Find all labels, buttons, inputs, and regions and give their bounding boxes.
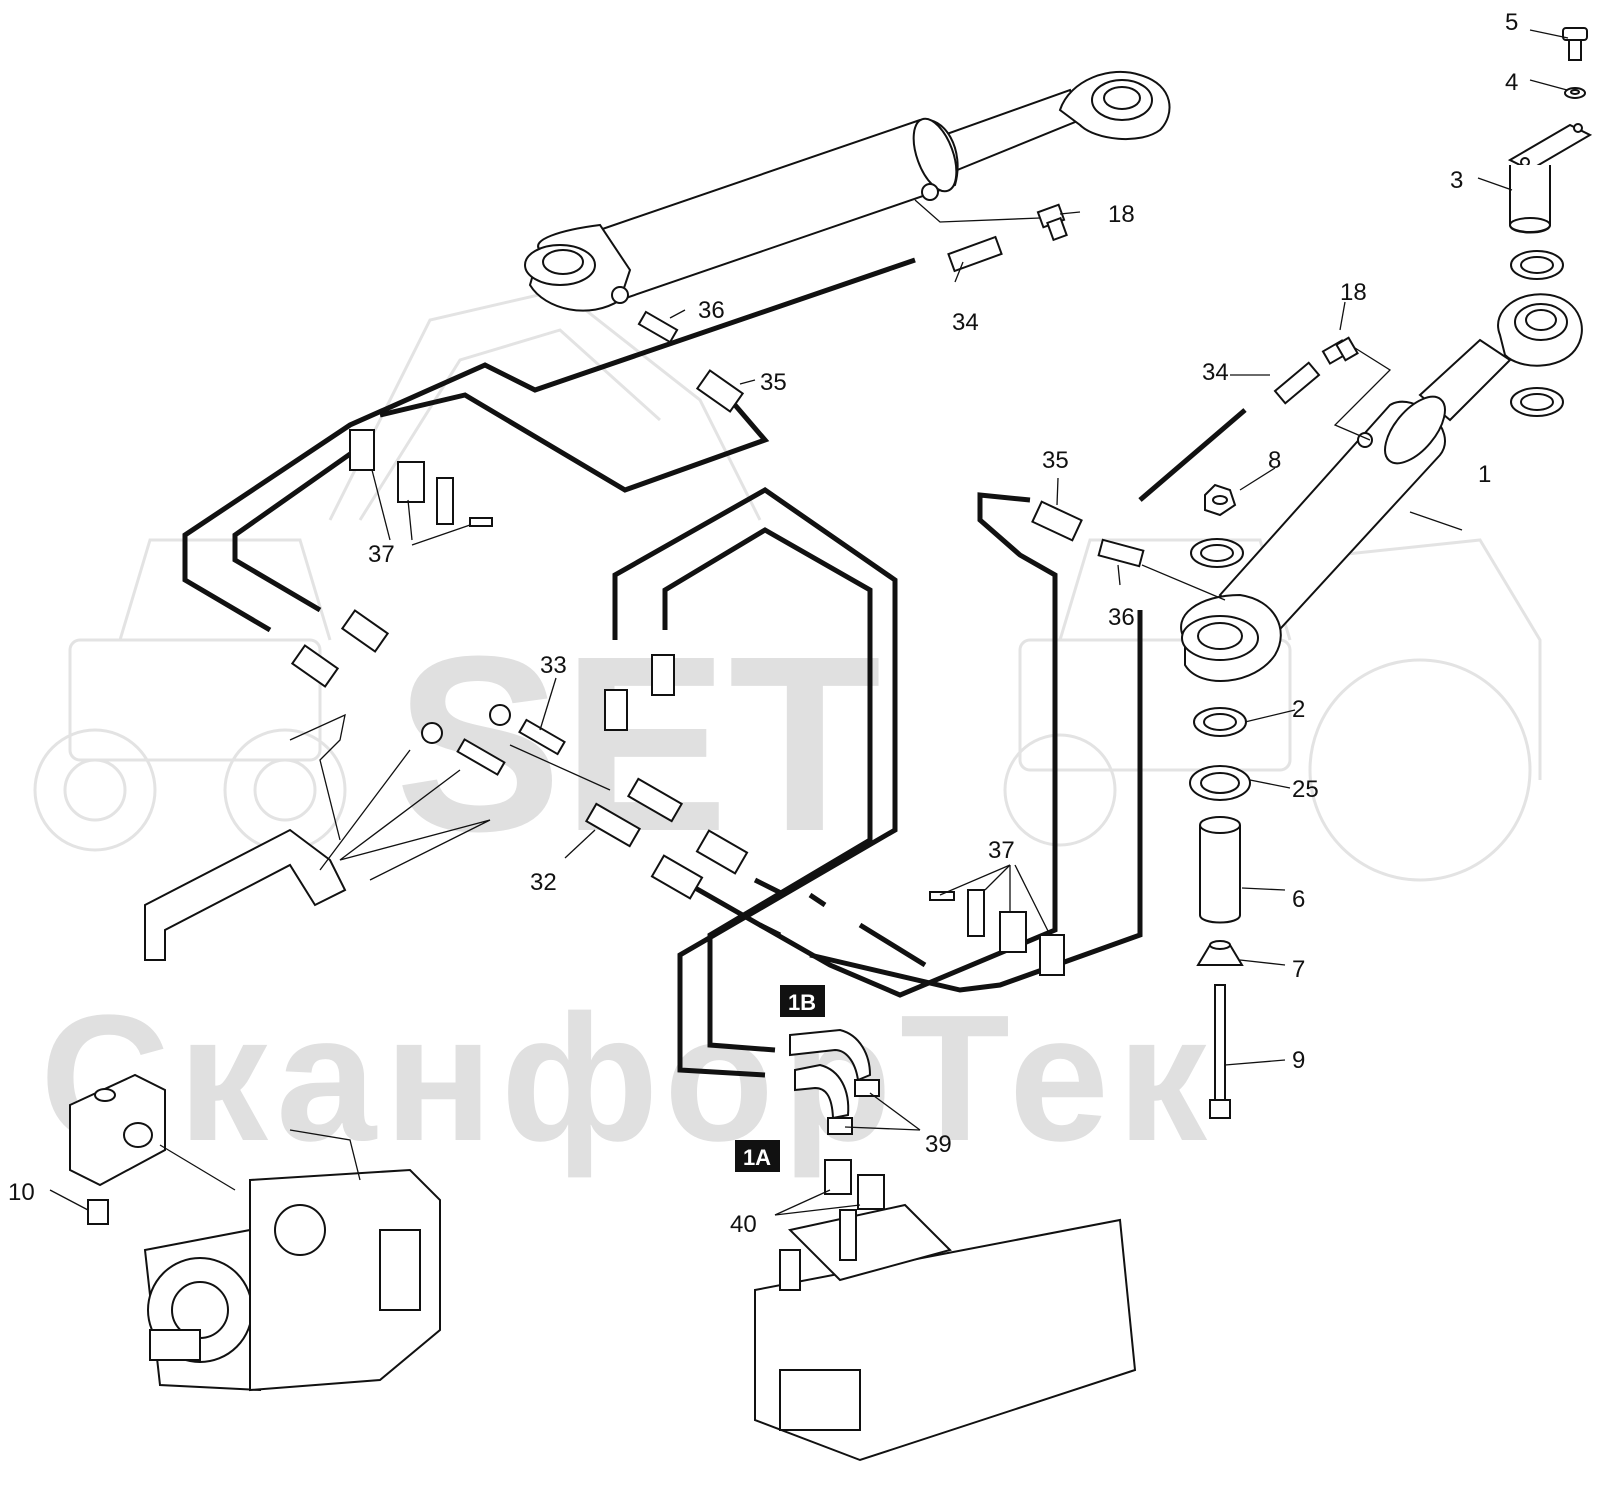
hose-end-left-1 [340,609,390,653]
watermark: SET СканфорТек [33,288,1542,1179]
callout-6: 6 [1292,886,1305,913]
callout-9: 9 [1292,1047,1305,1074]
hose-center-d [809,610,1143,993]
mounting-stack-right [1189,27,1593,1119]
callout-25: 25 [1292,776,1319,803]
adapter-33 [518,718,566,756]
hydraulic-pump [69,1073,441,1392]
callout-37-right: 37 [988,837,1015,864]
hose-dash-1 [753,877,787,898]
callout-34-right: 34 [1202,359,1229,386]
hose-left-outer [182,257,916,633]
callout-35-right: 35 [1042,447,1069,474]
hose-left-lower [232,437,372,613]
hose-end-center-2 [651,654,675,696]
callout-18-top: 18 [1108,201,1135,228]
hose-end-35-top [695,369,745,413]
elbow-fitting-18-top [1036,203,1068,242]
callout-39: 39 [925,1131,952,1158]
callout-8: 8 [1268,447,1281,474]
watermark-brand: СканфорТек [40,978,1215,1179]
port-tag-1a-label: 1A [743,1145,771,1170]
tee-fitting-upper [626,777,684,823]
callout-40: 40 [730,1211,757,1238]
hydraulic-cylinder-top [524,70,1171,312]
bracket-left [144,713,411,961]
hose-right-upper [1138,408,1247,502]
tee-fitting-32 [584,802,642,848]
callout-35-top: 35 [760,369,787,396]
hose-end-35-right [1031,500,1083,542]
adapter-36-right [1097,538,1145,568]
hose-end-center-3 [695,829,749,875]
adapter-40 [824,1159,885,1210]
port-tag-1a: 1A [735,1140,780,1172]
watermark-tractor-left [33,538,347,852]
leader-lines [49,29,1569,1216]
callout-32: 32 [530,869,557,896]
hose-end-34-right [1273,361,1321,405]
hose-lines [182,257,1247,1078]
adapter-36-top [637,310,679,344]
callout-4: 4 [1505,69,1518,96]
hose-center-b [662,527,873,1053]
hydraulic-cylinder-right [1180,293,1583,682]
nut-left-1 [489,704,511,726]
hose-left-inner [379,392,770,493]
hose-dash-3 [858,922,927,968]
clamp-37-right [929,889,1065,976]
elbow-hose-39 [789,1028,880,1135]
port-tag-1b: 1B [780,985,825,1017]
callout-2: 2 [1292,696,1305,723]
hose-dash-2 [808,892,827,908]
port-tag-1b-label: 1B [788,990,816,1015]
nut-left-2 [421,722,443,744]
adapter-left [456,738,506,776]
callout-37-left: 37 [368,541,395,568]
control-valve-block [754,1203,1137,1462]
fittings [144,203,1359,1210]
hose-end-center-4 [650,854,704,900]
hose-center-c [688,492,1058,998]
callout-36-top: 36 [698,297,725,324]
callout-7: 7 [1292,956,1305,983]
watermark-logo: SET [395,604,881,883]
hose-dash-4 [758,922,782,938]
elbow-fitting-18-right [1321,336,1359,365]
clamp-37-left [349,429,493,527]
callout-3: 3 [1450,167,1463,194]
callout-36-right: 36 [1108,604,1135,631]
callout-1: 1 [1478,461,1491,488]
callout-34-top: 34 [952,309,979,336]
callout-33: 33 [540,652,567,679]
hose-end-center-1 [604,689,628,731]
hose-center-a [612,487,898,1078]
callout-18-right: 18 [1340,279,1367,306]
callout-5: 5 [1505,9,1518,36]
hose-end-left-2 [290,644,340,688]
callout-10: 10 [8,1179,35,1206]
callout-labels: 1 2 3 4 5 6 7 8 9 10 18 18 25 32 33 34 3… [8,9,1518,1238]
hose-end-34-top [947,235,1003,273]
